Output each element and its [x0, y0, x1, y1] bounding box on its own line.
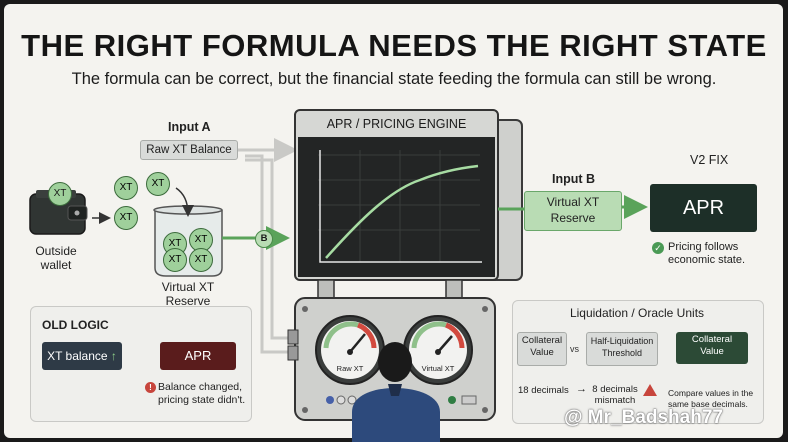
collateral-value-chip: Collateral Value	[517, 332, 567, 366]
xt-token: XT	[48, 182, 72, 206]
half-liquidation-chip: Half-Liquidation Threshold	[586, 332, 658, 366]
virtual-reserve-line1: Virtual XT	[546, 195, 600, 209]
connector-b-badge: B	[255, 230, 273, 248]
xt-token: XT	[189, 248, 213, 272]
input-a-label: Input A	[168, 120, 211, 134]
compare-line2: same base decimals.	[668, 399, 748, 409]
wallet-illustration	[29, 190, 88, 235]
wallet-label-line1: Outside	[35, 244, 77, 258]
apr-box-old: APR	[160, 342, 236, 370]
watermark: @ Mr_Badshah77	[564, 407, 723, 428]
wallet-label: Outside wallet	[26, 244, 86, 272]
warning-icon: !	[145, 382, 156, 393]
collateral-fixed-chip: Collateral Value	[676, 332, 748, 364]
xt-balance-label: XT balance	[47, 349, 108, 363]
xt-token: XT	[163, 248, 187, 272]
operator-figure	[352, 342, 440, 442]
threshold-line2: Threshold	[601, 348, 643, 358]
page-title: THE RIGHT FORMULA NEEDS THE RIGHT STATE	[21, 28, 767, 63]
page-subtitle: The formula can be correct, but the fina…	[71, 70, 717, 88]
arrow-up-icon: ↑	[110, 349, 117, 363]
input-b-label: Input B	[552, 172, 596, 186]
pricing-note-line2: economic state.	[668, 254, 746, 266]
decimals-left: 18 decimals	[518, 385, 569, 396]
compare-line1: Compare values in the	[668, 388, 754, 398]
engine-screen-grid	[318, 150, 480, 262]
compare-note: Compare values in the same base decimals…	[668, 388, 760, 410]
decimals-arrow: →	[576, 383, 587, 395]
xt-token: XT	[114, 206, 138, 230]
raw-xt-balance-chip: Raw XT Balance	[140, 140, 238, 160]
old-logic-title: OLD LOGIC	[42, 318, 109, 332]
engine-axes	[319, 150, 482, 263]
pricing-note-line1: Pricing follows	[668, 241, 739, 253]
reserve-label: Virtual XT Reserve	[161, 280, 215, 308]
collateral-line2: Value	[530, 347, 554, 358]
pricing-note: Pricing follows economic state.	[668, 241, 758, 267]
check-icon: ✓	[652, 242, 664, 254]
xt-balance-box: XT balance ↑	[42, 342, 122, 370]
engine-curve	[325, 164, 479, 259]
xt-token: XT	[146, 172, 170, 196]
decimals-right-line2: mismatch	[594, 395, 636, 406]
virtual-xt-reserve-chip: Virtual XT Reserve	[524, 191, 622, 231]
warning-triangle-icon	[643, 384, 657, 396]
apr-box-fixed: APR	[650, 184, 757, 232]
decimals-right: 8 decimals mismatch	[590, 384, 640, 406]
collateral-line1: Collateral	[521, 335, 563, 346]
virtual-reserve-line2: Reserve	[550, 211, 596, 225]
warning-line2: pricing state didn't.	[158, 394, 246, 406]
gauge-left-label: Raw XT	[336, 364, 364, 373]
threshold-line1: Half-Liquidation	[590, 336, 654, 346]
xt-token: XT	[114, 176, 138, 200]
warning-line1: Balance changed,	[158, 381, 243, 393]
fixed-line2: Value	[700, 346, 724, 357]
v2-fix-label: V2 FIX	[690, 153, 729, 167]
vs-label: vs	[570, 344, 579, 354]
old-logic-warning: Balance changed, pricing state didn't.	[158, 381, 258, 407]
decimals-right-line1: 8 decimals	[592, 384, 638, 395]
fixed-line1: Collateral	[691, 334, 733, 345]
engine-title: APR / PRICING ENGINE	[326, 117, 467, 131]
liquidation-title: Liquidation / Oracle Units	[569, 306, 705, 320]
gauge-right-label: Virtual XT	[421, 364, 455, 373]
wallet-label-line2: wallet	[40, 258, 72, 272]
